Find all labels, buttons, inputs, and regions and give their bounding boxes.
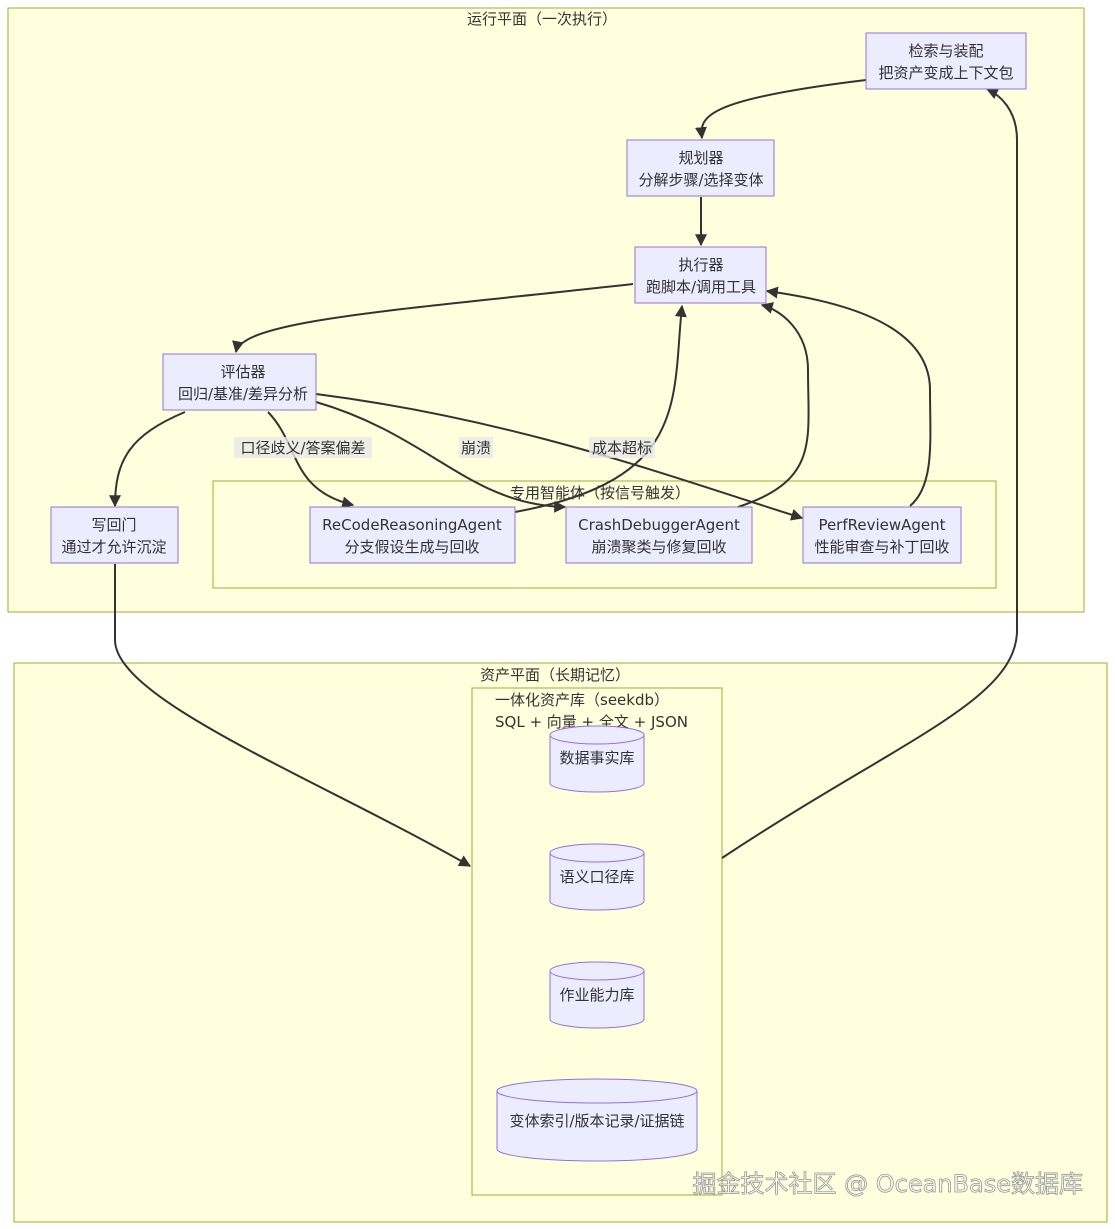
asset-plane-title: 资产平面（长期记忆） [480,666,630,684]
node-evaluator[interactable]: 评估器 回归/基准/差异分析 [162,353,317,411]
edge-evaluator-writeback [109,411,186,508]
node-perf-title: PerfReviewAgent [818,516,945,534]
edges [109,79,1018,867]
node-writeback[interactable]: 写回门 通过才允许沉淀 [50,506,179,564]
edge-evaluator-crash [315,401,567,513]
node-planner-title: 规划器 [678,149,723,167]
db-facts-label: 数据事实库 [559,749,634,767]
node-retrieve-title: 检索与装配 [908,42,983,60]
edge-writeback-seekdb [114,564,472,867]
db-skills-label: 作业能力库 [559,986,634,1004]
node-recode-agent[interactable]: ReCodeReasoningAgent 分支假设生成与回收 [309,506,516,564]
edge-perf-executor [765,286,932,507]
edge-retrieve-planner [694,79,867,140]
node-recode-title: ReCodeReasoningAgent [322,516,502,534]
node-crash-title: CrashDebuggerAgent [578,516,740,534]
seekdb-subtitle: SQL + 向量 + 全文 + JSON [495,713,688,731]
db-skills[interactable]: 作业能力库 [549,961,645,1029]
node-crash-agent[interactable]: CrashDebuggerAgent 崩溃聚类与修复回收 [565,506,753,564]
node-evaluator-desc: 回归/基准/差异分析 [178,385,308,403]
db-semantics[interactable]: 语义口径库 [549,843,645,911]
node-retrieve-desc: 把资产变成上下文包 [878,64,1013,82]
edge-crash-executor [737,302,810,508]
db-variants[interactable]: 变体索引/版本记录/证据链 [496,1078,698,1162]
node-executor-title: 执行器 [678,256,723,274]
agents-cluster-title: 专用智能体（按信号触发） [510,484,690,502]
edge-executor-evaluator [232,283,634,354]
node-perf-agent[interactable]: PerfReviewAgent 性能审查与补丁回收 [802,506,962,564]
db-facts[interactable]: 数据事实库 [549,725,645,793]
node-evaluator-title: 评估器 [220,363,265,381]
seekdb-title: 一体化资产库（seekdb） [495,691,669,709]
edge-evaluator-recode [267,411,355,509]
edge-label-crash: 崩溃 [461,439,491,457]
edge-labels: 口径歧义/答案偏差 崩溃 成本超标 [234,437,655,458]
node-executor[interactable]: 执行器 跑脚本/调用工具 [634,246,767,304]
node-executor-desc: 跑脚本/调用工具 [646,278,756,296]
node-perf-desc: 性能审查与补丁回收 [814,538,949,556]
node-crash-desc: 崩溃聚类与修复回收 [591,538,726,556]
node-planner-desc: 分解步骤/选择变体 [638,171,763,189]
runtime-plane-title: 运行平面（一次执行） [467,10,617,28]
db-variants-label: 变体索引/版本记录/证据链 [509,1112,684,1130]
edge-seekdb-retrieve [721,88,1018,859]
node-writeback-title: 写回门 [91,516,136,534]
db-semantics-label: 语义口径库 [559,868,634,886]
node-recode-desc: 分支假设生成与回收 [344,538,479,556]
edge-label-ambiguity: 口径歧义/答案偏差 [240,439,365,457]
node-planner[interactable]: 规划器 分解步骤/选择变体 [626,139,775,197]
watermark: 掘金技术社区 @ OceanBase数据库 [693,1170,1083,1198]
edge-recode-executor [514,304,687,513]
node-retrieve[interactable]: 检索与装配 把资产变成上下文包 [865,32,1027,90]
edge-label-cost: 成本超标 [592,439,652,457]
node-writeback-desc: 通过才允许沉淀 [61,538,166,556]
